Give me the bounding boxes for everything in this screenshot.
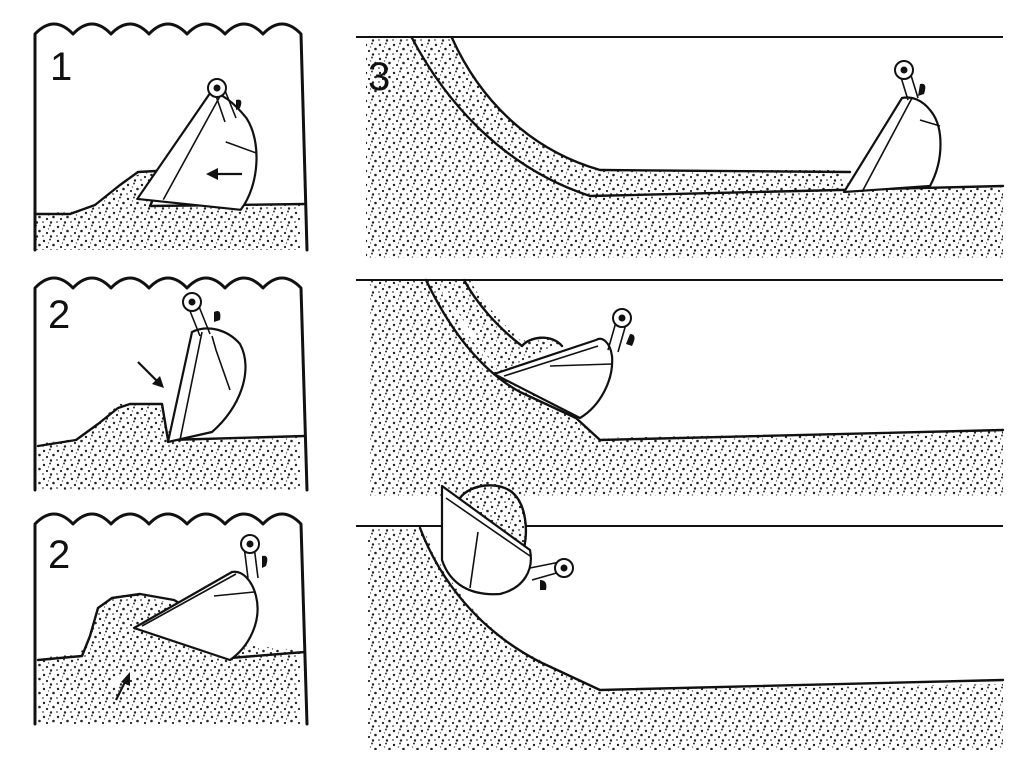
bucket-icon [137, 86, 263, 211]
panel-step-2a: 2 [35, 278, 307, 490]
bucket-arm [214, 311, 220, 322]
step-label: 2 [48, 533, 70, 577]
pivot-pin-icon [208, 79, 226, 97]
bucket-arm [626, 334, 635, 346]
pivot-pin-icon [183, 293, 201, 311]
step-label: 3 [368, 55, 390, 99]
bucket-icon [168, 328, 245, 442]
pivot-pin-icon [895, 61, 913, 79]
bucket-icon [844, 98, 941, 193]
panel-step-1: 1 [35, 24, 307, 250]
panel-step-2b: 2 [35, 514, 307, 724]
bucket-arm [540, 580, 546, 590]
step-label: 1 [50, 45, 72, 89]
panel-step-3-lift [356, 280, 1003, 496]
bucket-arm [262, 556, 267, 568]
panel-step-3-remove [356, 485, 1003, 750]
step-label: 2 [48, 293, 70, 337]
pivot-pin-icon [241, 535, 259, 553]
motion-arrow-icon [138, 362, 164, 388]
panel-step-3: 3 [356, 37, 1003, 258]
pivot-pin-icon [555, 559, 573, 577]
bucket-arm [918, 84, 925, 96]
seabed-mound [38, 404, 300, 490]
pivot-pin-icon [613, 309, 631, 327]
